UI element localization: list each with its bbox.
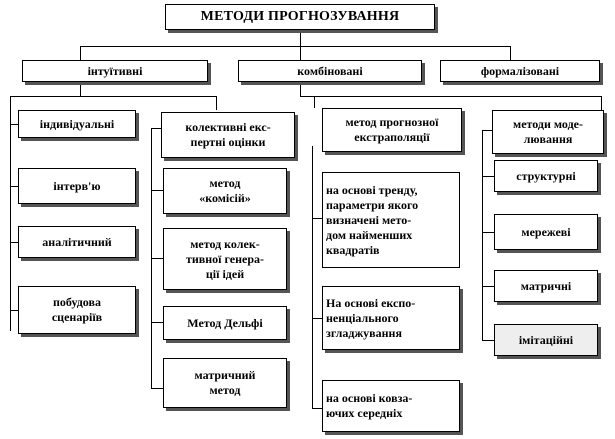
node-collective: колективні екс- пертні оцінки [161, 112, 295, 158]
connector [482, 130, 492, 131]
connector [80, 46, 81, 60]
node-matrix: матричні [494, 270, 598, 302]
node-trend-least-squares: на основі тренду, параметри якого визнач… [322, 172, 460, 268]
node-scenarios: побудова сценаріїв [18, 286, 136, 334]
connector [151, 258, 163, 259]
connector [482, 130, 483, 340]
connector [601, 96, 602, 110]
connector [10, 96, 216, 97]
connector [312, 218, 322, 219]
category-formalized: формалізовані [440, 60, 600, 82]
node-network: мережеві [494, 214, 598, 250]
connector [510, 46, 511, 60]
node-simulation: імітаційні [494, 324, 598, 356]
connector [300, 46, 301, 60]
connector [300, 30, 301, 46]
node-idea-generation: метод колек- тивної генера- ції ідей [163, 228, 287, 290]
connector [300, 96, 601, 97]
connector [10, 96, 11, 106]
connector [10, 310, 18, 311]
node-analytical: аналітичний [18, 226, 136, 258]
connector [312, 408, 322, 409]
node-moving-averages: на основі ковза- ючих середніх [322, 380, 460, 432]
node-delphi-method: Метод Дельфі [163, 306, 287, 340]
node-structural: структурні [494, 160, 598, 192]
connector [80, 82, 81, 96]
node-modeling-methods: методи моде- лювання [492, 110, 604, 154]
node-extrapolation: метод прогнозної екстраполяції [322, 108, 462, 152]
connector [482, 340, 494, 341]
node-exponential-smoothing: На основі експо- ненціального згладжуван… [322, 286, 460, 350]
connector [10, 106, 11, 331]
connector [314, 96, 315, 108]
connector [482, 232, 494, 233]
connector [10, 186, 18, 187]
connector [10, 242, 18, 243]
connector [151, 322, 163, 323]
connector [216, 96, 217, 110]
connector [151, 190, 163, 191]
category-combined: комбіновані [238, 60, 422, 82]
connector [482, 176, 494, 177]
node-commission-method: метод «комісій» [163, 168, 287, 214]
node-interview: інтерв'ю [18, 168, 136, 204]
connector [151, 388, 163, 389]
connector [80, 46, 510, 47]
connector [312, 146, 313, 408]
connector [10, 124, 18, 125]
connector [482, 286, 494, 287]
node-matrix-method: матричний метод [163, 358, 287, 408]
connector [312, 318, 322, 319]
category-intuitive: інтуїтивні [22, 60, 208, 82]
diagram-title: МЕТОДИ ПРОГНОЗУВАННЯ [165, 4, 435, 30]
connector [300, 82, 301, 96]
connector [151, 128, 161, 129]
node-individual: індивідуальні [18, 110, 136, 138]
